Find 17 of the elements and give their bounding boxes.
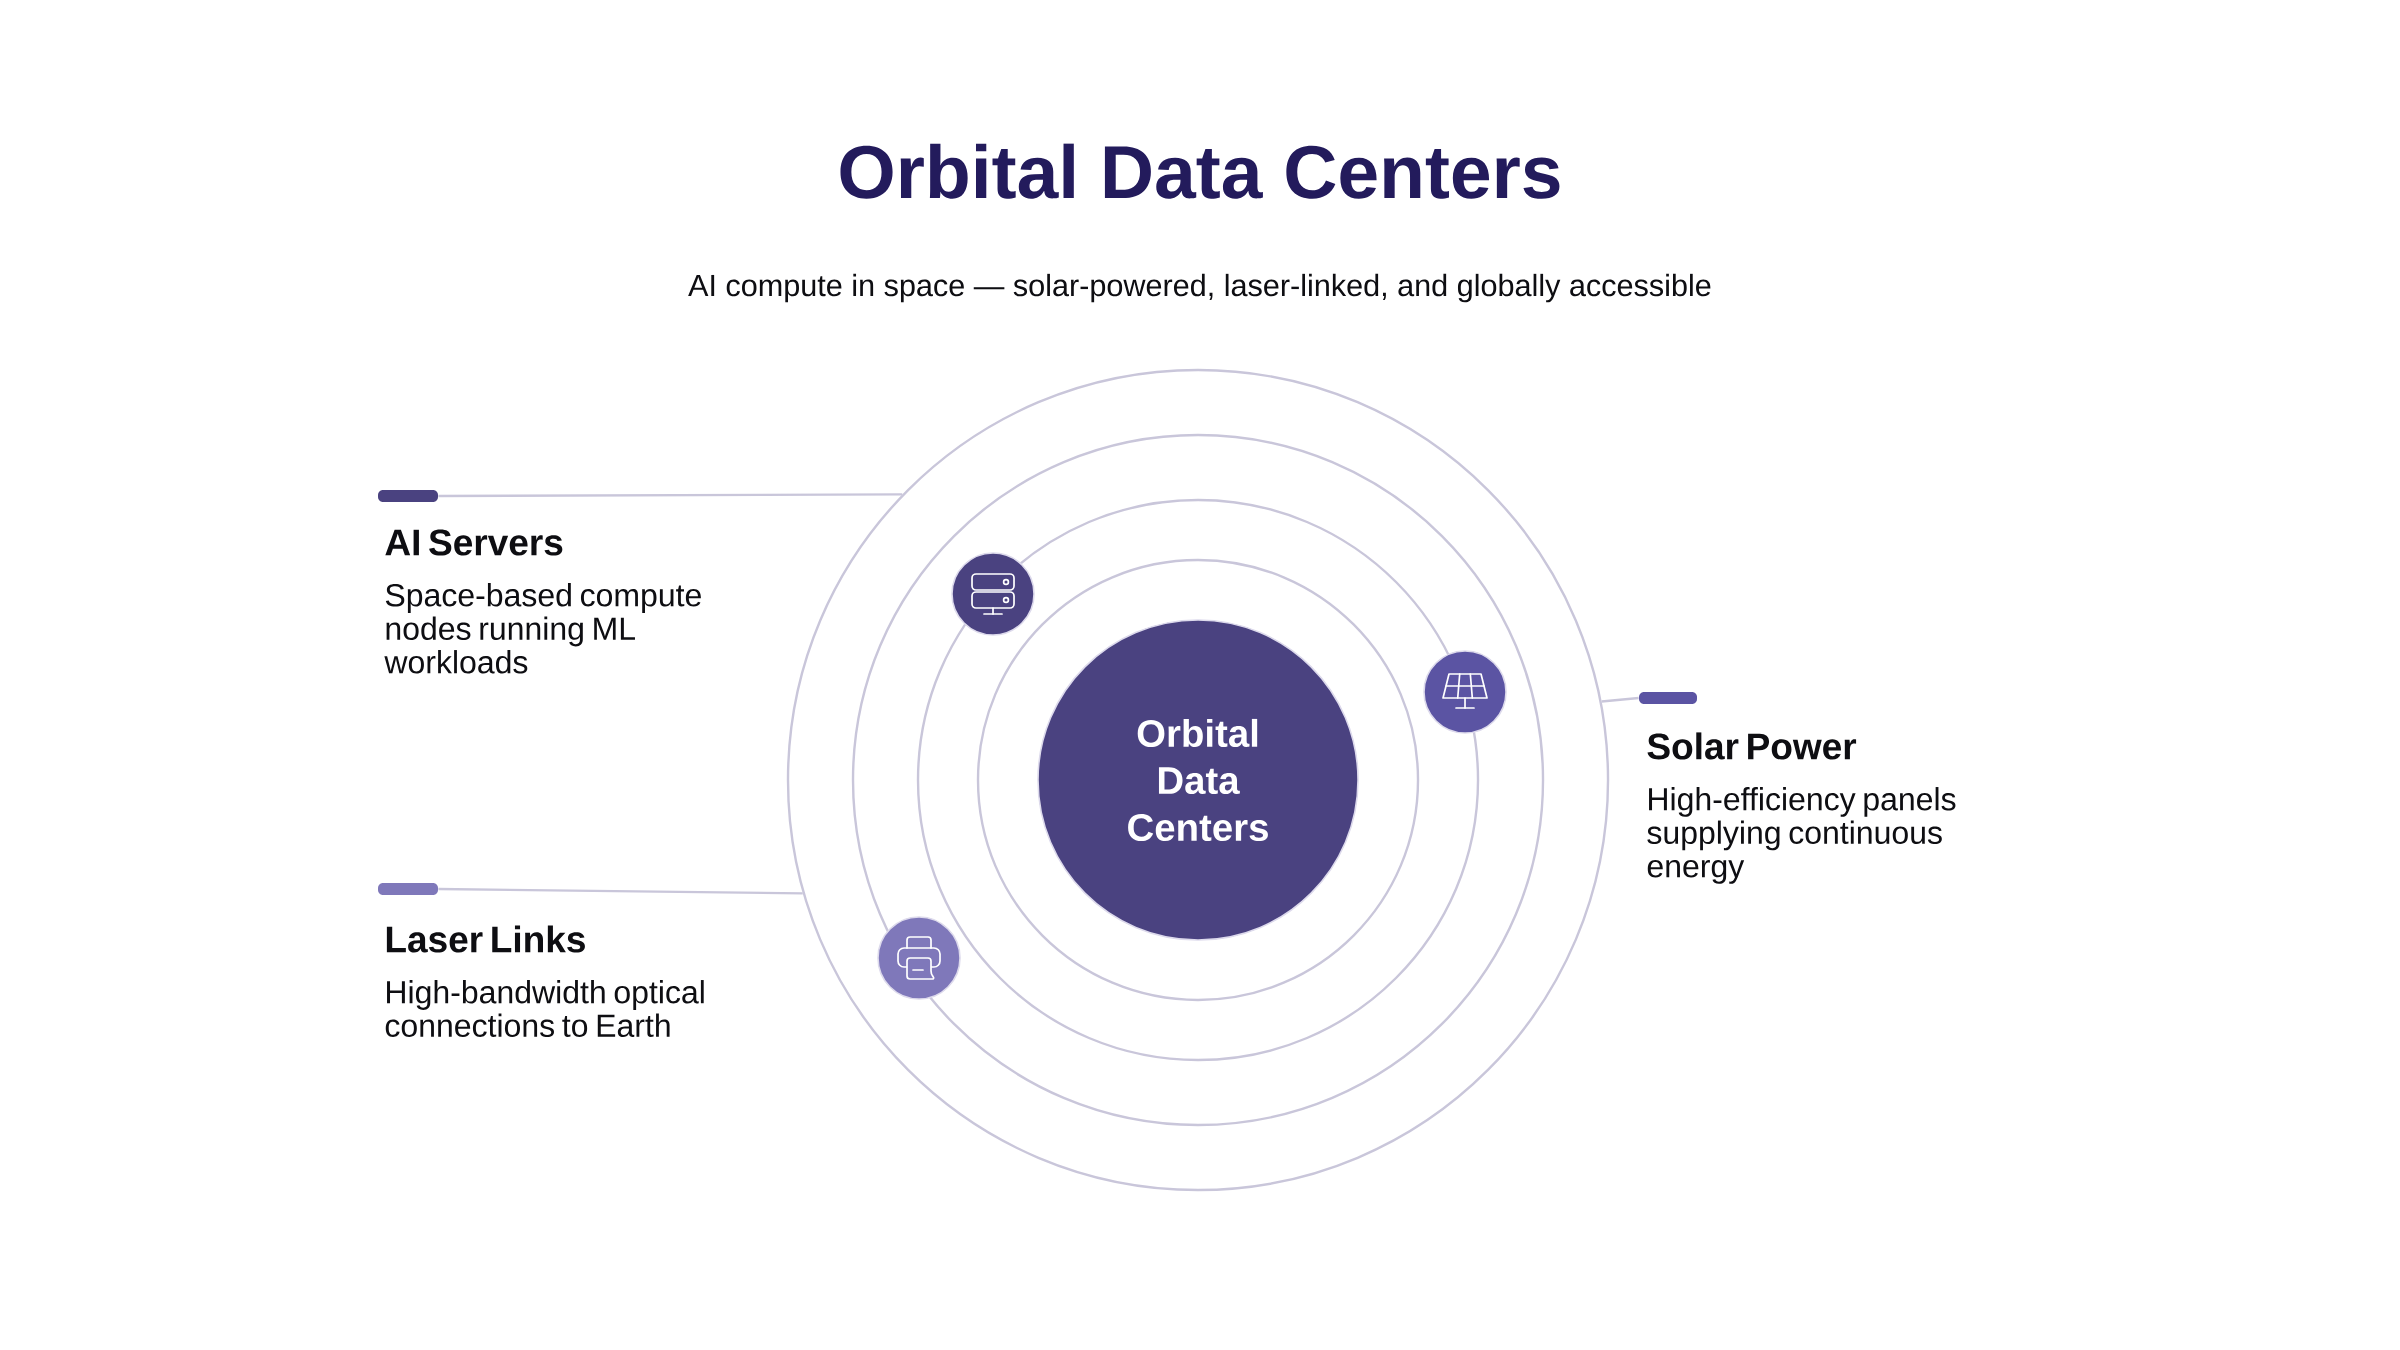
- marker-bar: [1639, 692, 1697, 704]
- orbit-ring: [786, 368, 1610, 1192]
- subtitle: AI compute in space — solar-powered, laser-linked, and globally accessible: [688, 273, 1711, 303]
- callout-text: Space-based compute nodes running ML workloads: [384, 583, 701, 674]
- leader-line: [438, 493, 903, 498]
- callout-text: High-bandwidth optical connections to Earth: [385, 980, 704, 1038]
- callout-heading: Laser Links: [386, 925, 585, 953]
- title: Orbital Data Centers: [840, 143, 1560, 199]
- icon-disc: [1423, 650, 1507, 734]
- callout-heading: Solar Power: [1647, 732, 1857, 760]
- marker-bar: [378, 883, 438, 895]
- leader-line: [1601, 696, 1639, 703]
- leader-line: [438, 887, 803, 895]
- callout-text: High-efficiency panels supplying continuous energy: [1647, 787, 1956, 884]
- marker-bar: [378, 490, 438, 502]
- callout-heading: AI Servers: [385, 529, 563, 556]
- icon-disc: [951, 552, 1035, 636]
